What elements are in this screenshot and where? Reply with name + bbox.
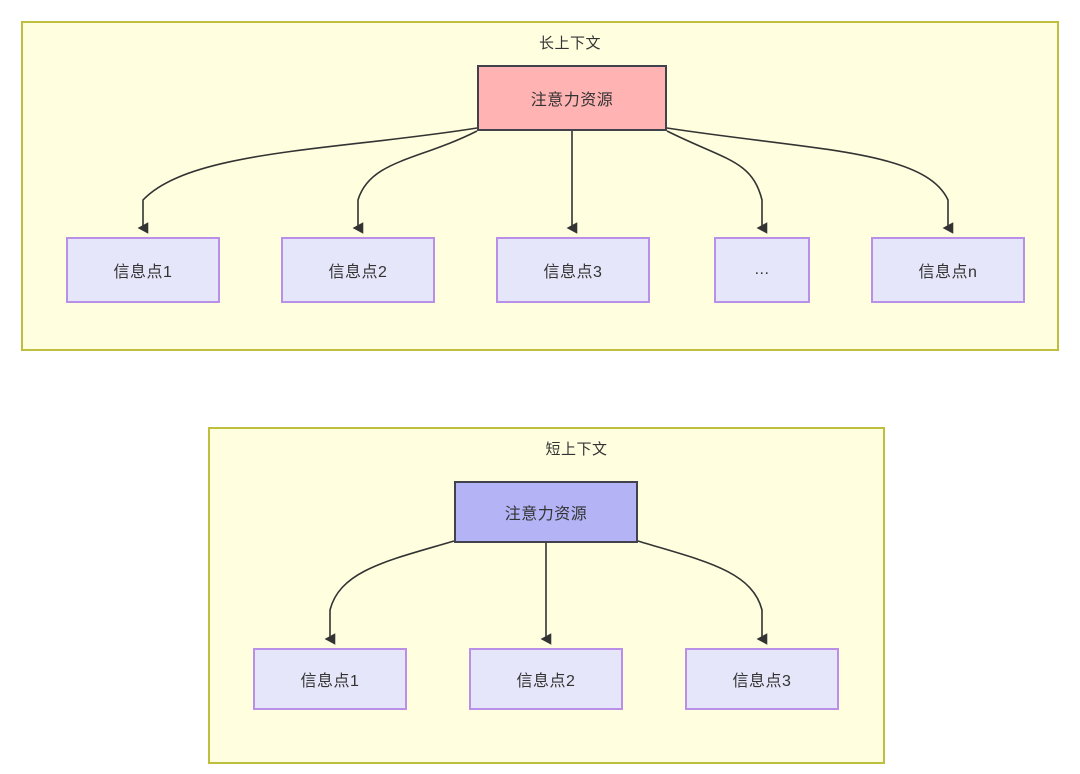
node-label: 注意力资源 — [530, 92, 614, 109]
node-info-point-long-ellipsis[interactable]: ... — [714, 237, 810, 303]
short-context-container: 短上下文 — [208, 427, 885, 764]
node-info-point-long-2[interactable]: 信息点2 — [281, 237, 435, 303]
node-label: 信息点2 — [516, 673, 576, 690]
long-context-title: 长上下文 — [538, 35, 601, 52]
node-label: 信息点n — [918, 264, 978, 281]
node-label: 信息点3 — [732, 673, 792, 690]
short-context-title: 短上下文 — [545, 441, 608, 458]
node-label: 注意力资源 — [504, 506, 588, 523]
node-info-point-long-3[interactable]: 信息点3 — [496, 237, 650, 303]
node-info-point-short-1[interactable]: 信息点1 — [253, 648, 407, 710]
node-info-point-short-2[interactable]: 信息点2 — [469, 648, 623, 710]
node-label: 信息点1 — [300, 673, 360, 690]
node-info-point-long-1[interactable]: 信息点1 — [66, 237, 220, 303]
node-attention-resource-long[interactable]: 注意力资源 — [477, 65, 667, 131]
node-label: 信息点1 — [113, 264, 173, 281]
node-attention-resource-short[interactable]: 注意力资源 — [454, 481, 638, 543]
node-label: ... — [754, 261, 770, 278]
node-info-point-long-n[interactable]: 信息点n — [871, 237, 1025, 303]
node-label: 信息点2 — [328, 264, 388, 281]
node-info-point-short-3[interactable]: 信息点3 — [685, 648, 839, 710]
node-label: 信息点3 — [543, 264, 603, 281]
